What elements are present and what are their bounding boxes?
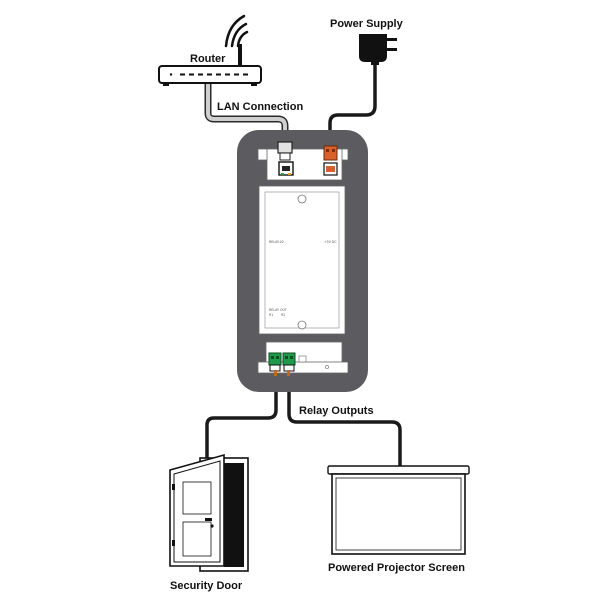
router-label: Router — [190, 53, 226, 65]
lan-connection-label: LAN Connection — [217, 101, 304, 113]
relay-terminal-icon — [268, 352, 296, 376]
power-text: +5V DC — [324, 240, 337, 244]
lan-cable — [204, 79, 289, 150]
relay-ch1-text: R1 — [269, 313, 273, 317]
relay-cable-door — [205, 373, 278, 460]
relay-device: RELAY-02 +5V DC RELAY OUT R1 R2 — [237, 130, 368, 392]
projector-screen-label: Powered Projector Screen — [328, 562, 465, 574]
power-adapter-icon — [359, 34, 397, 65]
rj45-port-icon — [277, 141, 294, 176]
relay-cable-screen — [287, 373, 402, 468]
power-supply-label: Power Supply — [330, 18, 403, 30]
relay-out-text: RELAY OUT — [269, 308, 287, 312]
model-text: RELAY-02 — [269, 240, 284, 244]
relay-ch2-text: R2 — [281, 313, 285, 317]
relay-outputs-label: Relay Outputs — [299, 405, 374, 417]
power-cable — [328, 60, 377, 148]
faceplate — [258, 185, 346, 335]
screw-icon — [297, 194, 307, 204]
security-door-label: Security Door — [170, 580, 243, 592]
projector-screen-icon — [327, 465, 470, 555]
power-terminal-icon — [323, 145, 338, 176]
router-icon — [158, 14, 262, 86]
security-door-icon — [169, 453, 249, 572]
screw-icon — [297, 320, 307, 330]
